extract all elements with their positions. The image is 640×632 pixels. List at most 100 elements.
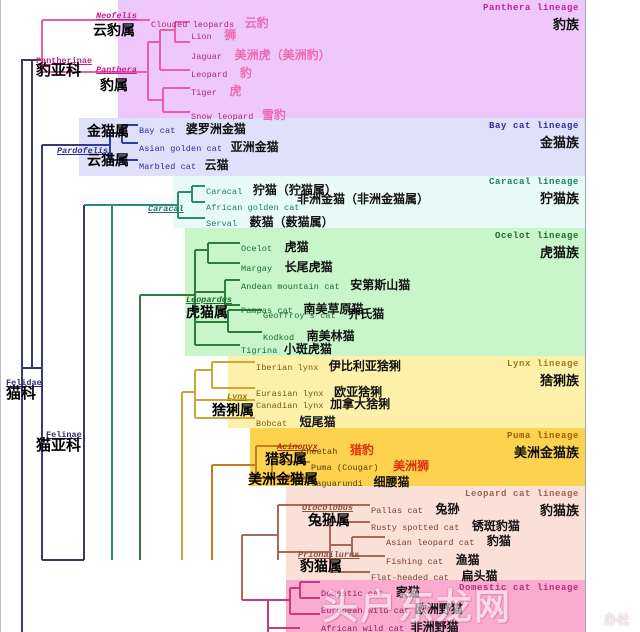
family-latin: Felidae — [6, 378, 42, 388]
lineage-label-panthera: Panthera lineage 豹族 — [483, 3, 579, 33]
species-cn-pallas-cat: 兔狲 — [435, 502, 460, 516]
genus-label-prionailurus: Prionailurus — [298, 545, 359, 561]
species-lion: Lion 狮 — [191, 27, 236, 43]
lineage-latin-ocelot: Ocelot lineage — [494, 231, 579, 241]
species-ocelot: Ocelot 虎猫 — [241, 239, 309, 255]
species-cn-kodkod: 南美林猫 — [306, 329, 355, 343]
species-cn-african-wild-cat: 非洲野猫 — [410, 620, 459, 632]
species-canadian-lynx: Canadian lynx 加拿大猞猁 — [256, 396, 390, 412]
species-domestic-cat: Domestic cat 家猫 — [321, 584, 420, 600]
species-en-fishing-cat: Fishing cat — [386, 557, 444, 567]
caracal-left-gutter — [18, 176, 173, 228]
species-en-ocelot: Ocelot — [241, 244, 273, 254]
genus-label-caracal: Caracal — [148, 199, 184, 215]
species-clouded-leopards: Clouded leopards 云豹 — [151, 15, 269, 31]
genus-chinese-prionailurus: 豹猫属 — [300, 559, 342, 575]
species-bobcat: Bobcat 短尾猫 — [256, 414, 336, 430]
species-en-serval: Serval — [206, 219, 238, 229]
species-asian-leopard-cat: Asian leopard cat 豹猫 — [386, 533, 511, 549]
species-cn-bobcat: 短尾猫 — [299, 415, 336, 429]
species-puma-cougar: Puma (Cougar) 美洲狮 — [311, 458, 429, 474]
genus-latin-prionailurus: Prionailurus — [298, 550, 360, 560]
species-cheetah: Cheetah 猎豹 — [301, 442, 374, 458]
lineage-chinese-domestic-cat: 家猫族 — [540, 591, 588, 608]
subfamily-label-pantherinae: Pantherinae — [36, 51, 92, 67]
lineage-chinese-caracal: 狞猫族 — [539, 191, 579, 206]
species-fishing-cat: Fishing cat 渔猫 — [386, 552, 480, 568]
genus-chinese-otocolobus: 兔狲属 — [308, 512, 350, 528]
species-jaguarundi: Jaguarundi 细腰猫 — [311, 474, 409, 490]
genus-chinese-panthera: 豹属 — [100, 77, 128, 93]
genus-chinese-lynx: 猞猁属 — [212, 402, 254, 418]
genus-chinese-puma: 美洲金猫属 — [248, 471, 318, 487]
species-bay-cat: Bay cat 婆罗洲金猫 — [139, 121, 246, 137]
species-cn-fishing-cat: 渔猫 — [455, 553, 480, 567]
species-en-pallas-cat: Pallas cat — [371, 506, 424, 516]
subfamily-latin-felinae: Felinae — [46, 430, 82, 440]
species-en-african-golden-cat: African golden cat — [206, 203, 300, 213]
lineage-chinese-bay-cat: 金猫族 — [539, 135, 579, 150]
species-pampas-cat: Pampas cat 南美草原猫 — [241, 301, 363, 317]
species-cn-pampas-cat: 南美草原猫 — [303, 302, 364, 316]
species-cn-jaguar: 美洲虎（美洲豹） — [234, 48, 331, 62]
subfamily-chinese-pantherinae: 豹亚科 — [36, 62, 82, 79]
domestic-cat-left-gutter — [18, 580, 286, 632]
genus-label-pardofelis: Pardofelis — [57, 141, 108, 157]
species-cn-ocelot: 虎猫 — [284, 240, 309, 254]
lineage-label-lynx: Lynx lineage 猞猁族 — [507, 359, 579, 389]
species-geoffroys-cat: Geoffroy's cat 乔氏猫 — [263, 306, 384, 322]
left-gutter — [0, 0, 18, 632]
species-cn-leopard: 豹 — [239, 66, 252, 80]
genus-latin-otocolobus: Otocolobus — [302, 503, 354, 513]
lineage-chinese-puma: 美洲金猫族 — [513, 445, 579, 460]
genus-chinese-neofelis: 云豹属 — [93, 23, 135, 39]
genus-chinese-panthera: 豹属 — [100, 78, 128, 94]
species-cn-geoffroys-cat: 乔氏猫 — [348, 307, 385, 321]
species-marbled-cat: Marbled cat 云猫 — [139, 157, 229, 173]
species-en-jaguar: Jaguar — [191, 52, 223, 62]
genus-latin-caracal: Caracal — [148, 204, 184, 214]
lineage-latin-lynx: Lynx lineage — [506, 359, 579, 369]
genus-chinese-neofelis: 云豹属 — [93, 22, 135, 38]
species-en-lion: Lion — [191, 32, 212, 42]
lineage-label-ocelot: Ocelot lineage 虎猫族 — [495, 231, 579, 261]
species-cn-iberian-lynx: 伊比利亚猞猁 — [328, 359, 401, 373]
genus-label-puma: Puma — [285, 468, 305, 484]
species-en-tigrina: Tigrina — [241, 346, 278, 356]
species-cn-european-wild-cat: 欧洲野猫 — [414, 602, 463, 616]
species-flat-headed-cat: Flat-headed cat 扁头猫 — [371, 568, 497, 584]
species-asian-golden-cat: Asian golden cat 亚洲金猫 — [139, 139, 279, 155]
species-en-bobcat: Bobcat — [256, 419, 288, 429]
species-cn-clouded-leopards: 云豹 — [244, 16, 269, 30]
species-european-wild-cat: European wild cat 欧洲野猫 — [321, 601, 463, 617]
genus-latin-acinonyx: Acinonyx — [277, 442, 318, 452]
genus-chinese-pardofelis-bay: 金猫属 — [87, 124, 129, 140]
leopard-cat-left-gutter — [18, 486, 286, 580]
species-cn-eurasian-lynx: 欧亚猞猁 — [334, 385, 383, 399]
species-en-marbled-cat: Marbled cat — [139, 162, 197, 172]
species-margay: Margay 长尾虎猫 — [241, 259, 333, 275]
species-en-andean-mountain-cat: Andean mountain cat — [241, 282, 340, 292]
genus-label-otocolobus: Otocolobus — [302, 498, 353, 514]
species-cn-cheetah: 猎豹 — [349, 443, 374, 457]
genus-latin-panthera: Panthera — [96, 65, 137, 75]
genus-latin-neofelis: Neofelis — [96, 11, 137, 21]
species-en-clouded-leopards: Clouded leopards — [151, 20, 235, 30]
genus-latin-lynx: Lynx — [227, 392, 248, 402]
ocelot-left-gutter — [18, 228, 185, 356]
species-cn-jaguarundi: 细腰猫 — [373, 475, 410, 489]
genus-chinese-acinonyx: 猎豹属 — [265, 452, 307, 468]
species-african-wild-cat: African wild cat 非洲野猫 — [321, 619, 459, 632]
lineage-label-bay-cat: Bay cat lineage 金猫族 — [489, 121, 579, 151]
species-en-canadian-lynx: Canadian lynx — [256, 401, 324, 411]
species-cn-serval: 薮猫（薮猫属） — [249, 215, 334, 229]
species-cn-bay-cat: 婆罗洲金猫 — [185, 122, 246, 136]
species-en-bay-cat: Bay cat — [139, 126, 176, 136]
genus-chinese-jinmaoshu: 金猫属 — [87, 123, 129, 139]
species-en-leopard: Leopard — [191, 70, 228, 80]
species-cn-asian-golden-cat: 亚洲金猫 — [230, 140, 279, 154]
genus-label-leopardus: Leopardus — [186, 290, 232, 306]
genus-chinese-pardofelis-marbled: 云猫属 — [87, 153, 129, 169]
genus-chinese-otocolobus: 兔狲属 — [308, 513, 350, 529]
